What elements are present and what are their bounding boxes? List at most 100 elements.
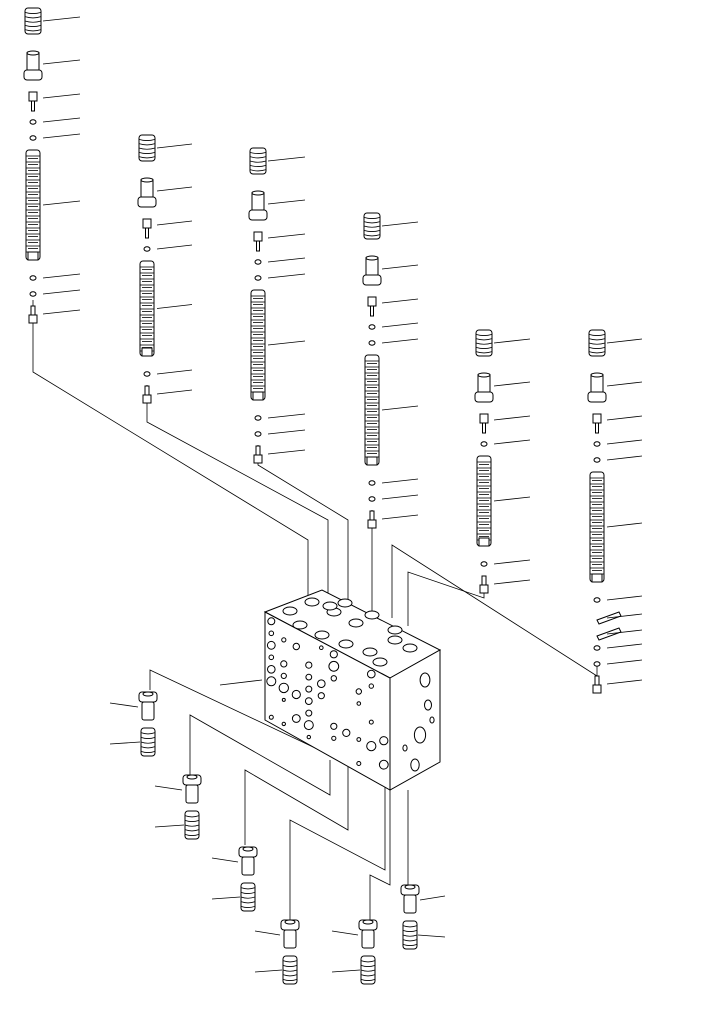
port-icon [305,661,313,669]
leader-line [381,405,419,411]
leader-line [42,93,81,99]
leader-line [606,338,643,344]
stopper-icon [28,91,38,112]
port-icon [280,660,288,668]
port-icon [387,635,403,645]
spring-icon [363,212,381,240]
leader-line [381,221,419,227]
port-icon [330,722,338,730]
stopper-icon [592,413,602,434]
port-icon [387,625,403,635]
lower-2 [154,774,202,840]
port-icon [291,714,301,723]
leader-line [267,199,306,205]
o-ring-icon [480,561,488,567]
connector-lower-5 [369,790,391,920]
port-icon [305,685,313,693]
leader-line [42,133,81,139]
leader-line [109,741,141,745]
port-icon [355,688,362,695]
o-ring-icon [368,324,376,330]
port-icon [419,672,431,688]
port-icon [314,630,330,640]
stack-5 [474,329,531,594]
lower-part-stacks [109,691,446,985]
leader-line [267,413,306,419]
cap-icon [138,691,158,721]
leader-line [331,969,361,973]
spring-icon [588,329,606,357]
spool-icon [476,455,492,547]
leader-line [42,16,81,22]
o-ring-icon [143,246,151,252]
connector-stack-5 [407,571,485,626]
port-icon [367,669,376,679]
leader-line [42,117,81,123]
o-ring-icon [29,291,37,297]
spring-icon [140,727,156,757]
connector-lower-2 [189,714,331,796]
port-icon [424,699,432,711]
o-ring-icon [29,119,37,125]
port-icon [292,642,300,651]
stopper-icon [367,296,377,317]
valve-body [263,589,442,791]
connector-stack-3 [257,445,349,606]
port-icon [402,744,408,752]
port-icon [317,692,325,700]
leader-line [331,930,359,936]
o-ring-icon [254,259,262,265]
leader-line [493,496,531,502]
connector-lower-4 [289,770,386,920]
leader-line [606,595,643,601]
port-icon [282,606,298,616]
spring-icon [24,7,42,35]
leader-line [493,439,531,445]
lower-5 [331,919,378,985]
leader-line [606,522,643,528]
plug-icon [28,305,38,324]
upper-part-stacks [23,7,643,694]
o-ring-icon [368,340,376,346]
port-icon [304,697,313,705]
connector-stack-6 [391,544,598,677]
o-ring-icon [29,135,37,141]
port-icon [366,741,377,752]
port-icon [266,640,276,650]
o-ring-icon [593,597,601,603]
o-ring-icon [143,371,151,377]
spring-icon [240,882,256,912]
port-icon [364,610,380,620]
plug-icon [142,385,152,404]
leader-line [156,244,193,250]
leader-line [606,381,643,387]
o-ring-icon [368,496,376,502]
spring-icon [184,810,200,840]
leader-line [156,220,193,226]
port-icon [281,697,286,702]
stopper-icon [479,413,489,434]
port-icon [356,761,362,766]
spring-icon [249,147,267,175]
leader-line [267,257,306,263]
leader-line [42,309,81,315]
spool-icon [364,354,380,466]
port-icon [306,734,311,740]
leader-line [493,415,531,421]
leader-line [606,629,643,635]
leader-line [493,338,531,344]
leader-line [156,143,193,149]
o-ring-icon [593,457,601,463]
retainer-icon [474,372,494,403]
leader-line [156,186,193,192]
leader-line [211,857,239,863]
port-icon [410,758,420,772]
leader-line [42,200,81,206]
stopper-icon [142,218,152,239]
stack-3 [248,147,306,464]
leader-line [381,298,419,304]
port-icon [329,650,338,659]
leader-line [267,429,306,435]
leader-line [493,381,531,387]
leader-line [417,934,446,938]
